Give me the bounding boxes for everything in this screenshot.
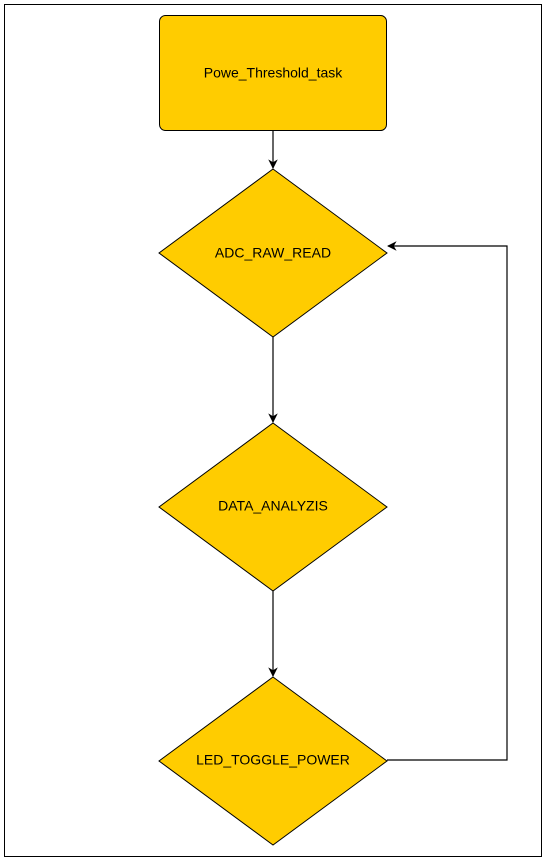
node-powe-threshold-task[interactable]: Powe_Threshold_task	[159, 15, 387, 131]
node-data-analyzis[interactable]: DATA_ANALYZIS	[158, 422, 388, 592]
node-task-label: Powe_Threshold_task	[204, 65, 344, 81]
node-led-label: LED_TOGGLE_POWER	[196, 752, 350, 768]
edges	[268, 131, 508, 761]
node-adc-shape	[158, 168, 388, 338]
node-task-shape	[159, 15, 387, 131]
node-analyze-shape	[158, 422, 388, 592]
node-led-toggle-power[interactable]: LED_TOGGLE_POWER	[158, 676, 388, 846]
node-adc-label: ADC_RAW_READ	[215, 245, 331, 261]
node-adc-raw-read[interactable]: ADC_RAW_READ	[158, 168, 388, 338]
node-analyze-label: DATA_ANALYZIS	[218, 498, 328, 514]
edge-led-to-adc-loop	[387, 241, 508, 761]
node-led-shape	[158, 676, 388, 846]
